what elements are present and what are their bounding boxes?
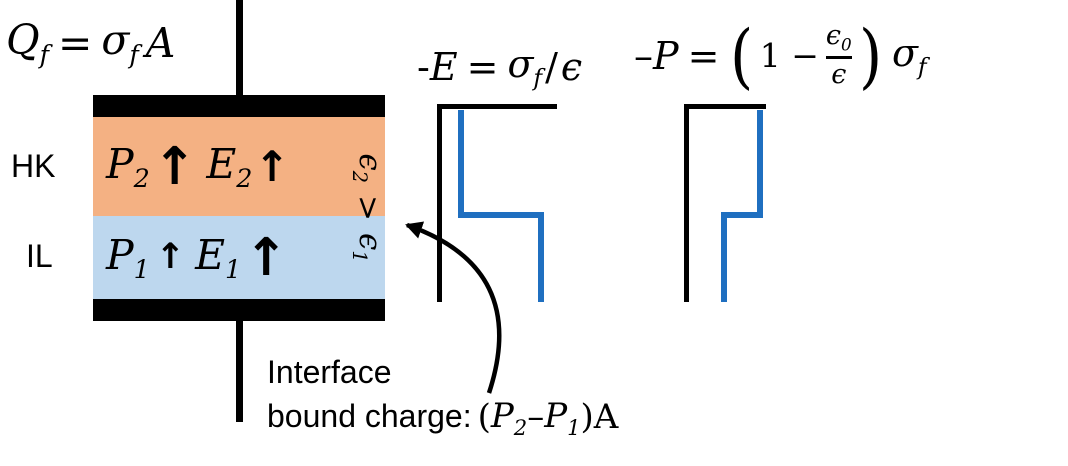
polarization-symbol: P: [653, 33, 679, 78]
sigma-f-symbol: σf: [507, 42, 543, 92]
one-minus-term: 1 −: [759, 36, 819, 76]
il-efield-symbol: E1: [195, 230, 242, 285]
polarization-profile-hk-segment: [757, 110, 763, 216]
equals-sign: =: [687, 33, 720, 78]
area-symbol: A: [145, 18, 176, 67]
efield-profile-hk-segment: [458, 110, 464, 216]
il-polarization-arrow-icon: ↑: [155, 237, 186, 277]
eps-denominator-symbol: ϵ: [831, 58, 847, 90]
efield-plot-vertical-axis: [437, 104, 442, 302]
open-paren: (: [730, 14, 754, 97]
bottom-wire: [236, 321, 243, 422]
il-label: IL: [26, 238, 53, 274]
close-paren: ): [580, 397, 594, 438]
equals-sign: =: [58, 18, 93, 67]
eps-ratio-fraction: ϵ0 ϵ: [825, 20, 852, 90]
hk-layer: P2 ↑ E2 ↑: [93, 117, 385, 216]
slash-sign: /: [545, 44, 558, 89]
area-symbol: A: [593, 397, 619, 438]
hk-polarization-arrow-icon: ↑: [152, 136, 197, 197]
minus-sign: –: [634, 33, 653, 78]
hk-label: HK: [11, 148, 56, 184]
interface-bound-charge-caption: Interface bound charge: ( P2 – P1 ) A: [267, 352, 618, 441]
free-charge-formula: Qf = σf A: [6, 16, 175, 69]
p1-symbol: P1: [544, 395, 581, 440]
sigma-f-symbol: σf: [101, 16, 139, 70]
efield-formula: - E = σf / ϵ: [417, 42, 582, 92]
p2-symbol: P2: [490, 395, 528, 440]
il-layer: P1 ↑ E1 ↑: [93, 216, 385, 299]
il-polarization-symbol: P1: [106, 230, 150, 285]
caption-bound-charge-text: bound charge:: [267, 398, 472, 435]
polarization-plot-top-axis: [684, 104, 766, 109]
polarization-plot-vertical-axis: [684, 104, 689, 302]
equals-sign: =: [466, 44, 499, 89]
top-electrode: [93, 95, 385, 117]
open-paren: (: [477, 397, 491, 438]
polarization-profile-il-segment: [721, 212, 727, 302]
annotation-arrow-path: [405, 221, 502, 394]
hk-polarization-symbol: P2: [106, 139, 150, 194]
il-efield-arrow-icon: ↑: [244, 227, 288, 288]
eps0-symbol: ϵ0: [825, 20, 852, 55]
hk-efield-symbol: E2: [206, 139, 253, 194]
eps-symbol: ϵ: [560, 44, 583, 89]
minus-sign: –: [527, 397, 545, 438]
caption-line2: bound charge: ( P2 – P1 ) A: [267, 394, 618, 441]
bound-charge-math: ( P2 – P1 ) A: [478, 394, 619, 441]
close-paren: ): [858, 14, 882, 97]
hk-efield-arrow-icon: ↑: [254, 141, 290, 191]
charge-symbol: Qf: [6, 16, 50, 70]
top-wire: [236, 0, 243, 96]
fraction-bar: [825, 55, 852, 59]
efield-profile-il-segment: [538, 212, 544, 302]
bottom-electrode: [93, 299, 385, 321]
efield-symbol: E: [429, 44, 458, 89]
polarization-profile-step: [721, 212, 763, 218]
caption-line1: Interface: [267, 354, 392, 390]
efield-profile-step: [458, 212, 544, 218]
efield-plot-top-axis: [437, 104, 557, 109]
minus-sign: -: [417, 44, 430, 89]
sigma-f-symbol: σf: [891, 30, 927, 81]
polarization-formula: – P = ( 1 − ϵ0 ϵ ) σf: [634, 14, 927, 97]
